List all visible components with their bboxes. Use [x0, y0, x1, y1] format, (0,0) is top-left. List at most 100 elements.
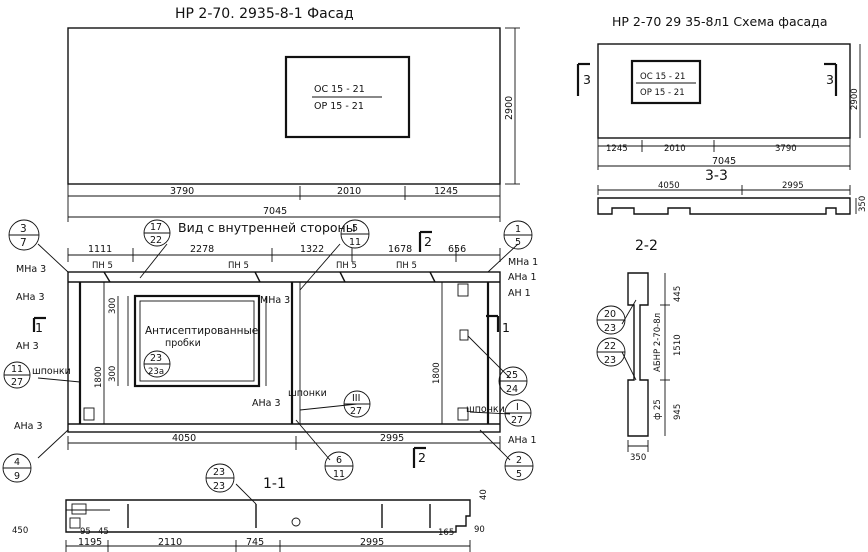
- section-1-1: [65, 483, 471, 552]
- left-height-300-bottom: 300: [108, 366, 118, 382]
- callout-25-24: 25 24: [498, 366, 528, 396]
- facade-dim-1: 3790: [170, 186, 194, 197]
- section-2-2-title: 2-2: [635, 238, 658, 254]
- svg-text:11: 11: [333, 469, 345, 480]
- window-note-2: пробки: [165, 338, 201, 349]
- main-facade: [67, 27, 520, 222]
- inner-top-dim-1: 1111: [88, 244, 112, 255]
- section-2-2-dim-1: 445: [673, 286, 683, 302]
- inner-top-dim-2: 2278: [190, 244, 214, 255]
- window-note-1: Антисептированные: [145, 325, 258, 337]
- section-1-1-small-95: 95: [80, 527, 91, 537]
- section-3-3: [597, 185, 857, 215]
- inner-bottom-dim-1: 4050: [172, 433, 196, 444]
- right-label-ana1-top: АНа 1: [508, 272, 537, 283]
- schema-cut-right: 3: [826, 72, 834, 87]
- section-3-3-dim-2: 2995: [782, 181, 804, 191]
- cut-mark-2-bottom: 2: [418, 450, 426, 465]
- section-2-2: [621, 272, 670, 452]
- facade-window-mark-1: ОС 15 - 21: [314, 84, 365, 95]
- section-2-2-bar: ф 25: [653, 399, 663, 420]
- schema-dim-3: 3790: [775, 144, 797, 154]
- section-1-1-small-40: 40: [479, 489, 489, 500]
- svg-text:9: 9: [14, 471, 20, 482]
- schema-facade-title: НР 2-70 29 35-8л1 Схема фасада: [612, 14, 827, 29]
- section-3-3-dim-1: 4050: [658, 181, 680, 191]
- svg-text:22: 22: [604, 341, 616, 352]
- svg-text:23: 23: [213, 467, 225, 478]
- section-3-3-height: 350: [858, 196, 868, 212]
- section-1-1-small-90: 90: [474, 525, 485, 535]
- left-label-ana3-top: АНа 3: [16, 292, 45, 303]
- svg-text:5: 5: [352, 223, 358, 234]
- callout-23-23a: 23 23a: [143, 350, 171, 378]
- facade-total-dim: 7045: [263, 206, 287, 217]
- svg-text:11: 11: [349, 237, 361, 248]
- svg-text:24: 24: [506, 384, 518, 395]
- cut-mark-1-right: 1: [502, 320, 510, 335]
- mid-label-mna3: МНа 3: [260, 295, 290, 306]
- svg-text:5: 5: [516, 469, 522, 480]
- callout-5-11: 5 11: [340, 219, 370, 249]
- section-1-1-dim-2: 2110: [158, 537, 182, 548]
- inner-bottom-dim-2: 2995: [380, 433, 404, 444]
- right-label-shponki: шпонки: [466, 404, 505, 415]
- schema-window-mark-2: ОР 15 - 21: [640, 88, 685, 98]
- inner-top-dim-5: 656: [448, 244, 466, 255]
- callout-11-27: 11 27: [3, 361, 31, 389]
- right-label-an1: АН 1: [508, 288, 531, 299]
- main-facade-title: НР 2-70. 2935-8-1 Фасад: [175, 6, 354, 22]
- inner-view-title: Вид с внутренней стороны: [178, 220, 356, 235]
- callout-2-5: 2 5: [504, 451, 534, 481]
- callout-4-9: 4 9: [2, 453, 32, 483]
- pn-label-4: ПН 5: [396, 261, 417, 271]
- section-2-2-label: АБНР 2-70-8л: [653, 313, 663, 372]
- schema-dim-2: 2010: [664, 144, 686, 154]
- svg-text:23: 23: [604, 323, 616, 334]
- mid-label-ana3: АНа 3: [252, 398, 281, 409]
- mid-label-shponki: шпонки: [288, 388, 327, 399]
- svg-text:20: 20: [604, 309, 616, 320]
- callout-I-27: I 27: [504, 399, 532, 427]
- inner-view: [32, 230, 519, 468]
- section-1-1-title: 1-1: [263, 476, 286, 492]
- facade-window-mark-2: ОР 15 - 21: [314, 101, 364, 112]
- section-1-1-small-165: 165: [438, 528, 454, 538]
- schema-facade: [576, 43, 861, 170]
- callout-17-22: 17 22: [143, 219, 171, 247]
- schema-total-dim: 7045: [712, 156, 736, 167]
- svg-text:I: I: [516, 402, 519, 413]
- section-2-2-width: 350: [630, 453, 646, 463]
- section-1-1-dim-3: 745: [246, 537, 264, 548]
- schema-cut-left: 3: [583, 72, 591, 87]
- facade-dim-3: 1245: [434, 186, 458, 197]
- svg-text:27: 27: [11, 377, 23, 388]
- section-1-1-small-45: 45: [98, 527, 109, 537]
- svg-text:11: 11: [11, 364, 23, 375]
- svg-text:23: 23: [604, 355, 616, 366]
- left-label-mna3: МНа 3: [16, 264, 46, 275]
- left-label-an3: АН 3: [16, 341, 39, 352]
- left-height-1800: 1800: [94, 366, 104, 388]
- right-label-ana1-bottom: АНа 1: [508, 435, 537, 446]
- svg-text:2: 2: [516, 455, 522, 466]
- inner-top-dim-4: 1678: [388, 244, 412, 255]
- section-3-3-title: 3-3: [705, 168, 728, 184]
- callout-III-27: III 27: [343, 390, 371, 418]
- svg-text:1: 1: [515, 224, 521, 235]
- cut-mark-2-top: 2: [424, 234, 432, 249]
- svg-text:4: 4: [14, 457, 20, 468]
- svg-text:27: 27: [511, 415, 523, 426]
- cut-mark-1-left: 1: [35, 320, 43, 335]
- pn-label-3: ПН 5: [336, 261, 357, 271]
- left-height-300-top: 300: [108, 298, 118, 314]
- section-2-2-dim-3: 945: [673, 404, 683, 420]
- section-1-1-dim-4: 2995: [360, 537, 384, 548]
- callout-3-7: 3 7: [8, 219, 40, 251]
- callout-22-23: 22 23: [596, 337, 626, 367]
- svg-text:3: 3: [20, 223, 27, 235]
- pn-label-2: ПН 5: [228, 261, 249, 271]
- facade-height-dim: 2900: [504, 96, 515, 120]
- svg-text:23: 23: [150, 353, 162, 364]
